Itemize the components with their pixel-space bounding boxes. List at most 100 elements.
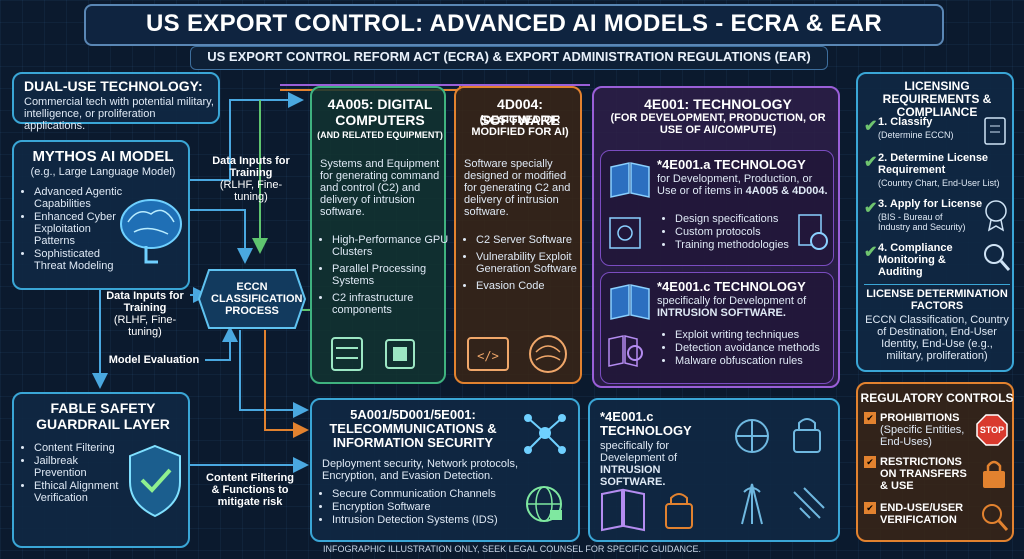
licensing-box: LICENSING REQUIREMENTS & COMPLIANCE ✔ 1.… (856, 72, 1014, 372)
4a005-subheading: (AND RELATED EQUIPMENT) (317, 130, 443, 140)
reg-item-title: END-USE/USER VERIFICATION (880, 502, 964, 526)
code-brain-icon: </> (467, 335, 567, 373)
licensing-step: ✔ 3. Apply for License (BIS - Bureau of … (864, 198, 1014, 242)
regulatory-item: ✔ RESTRICTIONS ON TRANSFERS & USE (864, 456, 1010, 494)
list-item: Intrusion Detection Systems (IDS) (332, 514, 532, 526)
fable-guardrail-box: FABLE SAFETY GUARDRAIL LAYER Content Fil… (12, 392, 190, 548)
step-title: 4. Compliance Monitoring & Auditing (878, 242, 953, 278)
regulatory-heading: REGULATORY CONTROLS (860, 391, 1014, 405)
licensing-heading: LICENSING REQUIREMENTS & COMPLIANCE (882, 79, 992, 119)
reg-item-sub: (Specific Entities, End-Uses) (880, 424, 965, 448)
4d004-description: Software specially designed or modified … (464, 158, 571, 218)
data-inputs-label: Data Inputs for Training (212, 155, 290, 179)
blueprint-icon (609, 217, 641, 249)
data-inputs-label-top: Data Inputs for Training (RLHF, Fine-tun… (206, 155, 296, 203)
divider (864, 284, 1010, 285)
list-item: Ethical Alignment Verification (34, 480, 126, 504)
list-item: Secure Communication Channels (332, 488, 532, 500)
list-item: Parallel Processing Systems (332, 263, 456, 287)
regulatory-item: ✔ PROHIBITIONS (Specific Entities, End-U… (864, 412, 1010, 450)
data-inputs-label: Data Inputs for Training (106, 290, 184, 314)
page-subtitle: US EXPORT CONTROL REFORM ACT (ECRA) & EX… (190, 46, 828, 70)
4e001c-heading: *4E001.c TECHNOLOGY (657, 279, 806, 294)
data-inputs-sub: (RLHF, Fine-tuning) (113, 314, 177, 338)
regulatory-controls-box: REGULATORY CONTROLS ✔ PROHIBITIONS (Spec… (856, 382, 1014, 542)
server-chip-icon (331, 337, 415, 371)
check-icon: ✔ (864, 118, 878, 135)
4e001c-intrusion-box: *4E001.c TECHNOLOGY specifically for Dev… (588, 398, 840, 542)
4e001a-text-bold: 4A005 & 4D004. (745, 185, 828, 197)
reg-item-title: PROHIBITIONS (880, 412, 960, 424)
clipboard-icon (984, 117, 1006, 145)
category-4a005-box: 4A005: DIGITAL COMPUTERS (AND RELATED EQ… (310, 86, 448, 384)
list-item: Enhanced Cyber Exploitation Patterns (34, 211, 126, 247)
content-filtering-label: Content Filtering & Functions to mitigat… (206, 472, 294, 508)
4e001-subheading: (FOR DEVELOPMENT, PRODUCTION, OR USE OF … (610, 112, 826, 136)
dual-use-box: DUAL-USE TECHNOLOGY: Commercial tech wit… (12, 72, 220, 132)
shield-check-icon (129, 444, 181, 518)
4e001a-text-main: for Development, Production, or Use or o… (657, 173, 813, 197)
checkbox-icon: ✔ (864, 502, 876, 514)
security-icons-grid (735, 418, 825, 525)
magnifier-icon (984, 244, 1010, 271)
page-title: US EXPORT CONTROL: ADVANCED AI MODELS - … (84, 4, 944, 73)
check-icon: ✔ (864, 244, 878, 261)
open-book-icon (610, 284, 650, 320)
book-lock-icons (601, 488, 693, 532)
4d004-subheading: (DESIGNED OR MODIFIED FOR AI) (471, 114, 569, 138)
fable-heading: FABLE SAFETY GUARDRAIL LAYER (36, 400, 170, 432)
5a001-description: Deployment security, Network protocols, … (322, 458, 519, 482)
mythos-model-box: MYTHOS AI MODEL (e.g., Large Language Mo… (12, 140, 190, 290)
step-title: 1. Classify (878, 116, 933, 128)
stop-sign-icon (976, 414, 1008, 446)
4e001a-heading: *4E001.a TECHNOLOGY (657, 157, 806, 172)
4e001c-small-text: specifically for Develepment of INTRUSIO… (600, 440, 720, 488)
factors-heading: LICENSE DETERMINATION FACTORS (866, 288, 1008, 312)
open-book-icon (610, 162, 650, 198)
eccn-label: ECCN CLASSIFICATION PROCESS (211, 281, 303, 317)
list-item: Detection avoidance methods (675, 342, 845, 354)
list-item: Jailbreak Prevention (34, 455, 126, 479)
data-inputs-label-mid: Data Inputs for Training (RLHF, Fine-tun… (98, 290, 192, 338)
mythos-capabilities-list: Advanced Agentic Capabilities Enhanced C… (20, 186, 126, 273)
4e001c-small-text-main: specifically for Develepment of (600, 440, 678, 464)
licensing-step: ✔ 2. Determine License Requirement (Coun… (864, 152, 1014, 198)
list-item: Training methodologies (675, 239, 805, 251)
step-subtitle: (Determine ECCN) (878, 130, 954, 140)
stop-sign-label: STOP (979, 425, 1005, 435)
4e001c-small-heading: *4E001.c TECHNOLOGY (600, 409, 692, 438)
list-item: Vulnerability Exploit Generation Softwar… (476, 251, 592, 275)
4a005-items: High-Performance GPU Clusters Parallel P… (318, 234, 456, 317)
step-subtitle: (BIS - Bureau of Industry and Security) (878, 212, 966, 232)
regulatory-item: ✔ END-USE/USER VERIFICATION (864, 502, 1010, 536)
4d004-heading: 4D004: SOFTWARE (480, 96, 560, 128)
category-5a001-box: 5A001/5D001/5E001: TELECOMMUNICATIONS & … (310, 398, 580, 542)
reg-item-title: RESTRICTIONS ON TRANSFERS & USE (880, 456, 967, 492)
4e001c-text-main: specifically for Development of (657, 295, 807, 307)
check-icon: ✔ (864, 200, 878, 217)
footer-disclaimer: INFOGRAPHIC ILLUSTRATION ONLY, SEEK LEGA… (323, 544, 701, 554)
checkbox-icon: ✔ (864, 456, 876, 468)
4e001c-text: specifically for Development of INTRUSIO… (657, 295, 829, 319)
checkbox-icon: ✔ (864, 412, 876, 424)
list-item: Evasion Code (476, 280, 592, 292)
4e001a-panel: *4E001.a TECHNOLOGY for Development, Pro… (600, 150, 834, 266)
4e001a-text: for Development, Production, or Use or o… (657, 173, 829, 197)
eccn-hexagon-shape (197, 269, 307, 329)
step-subtitle: (Country Chart, End-User List) (878, 178, 1000, 188)
factors-text: ECCN Classification, Country of Destinat… (865, 314, 1009, 362)
list-item: High-Performance GPU Clusters (332, 234, 456, 258)
list-item: Design specifications (675, 213, 805, 225)
4e001-heading: 4E001: TECHNOLOGY (644, 96, 792, 112)
list-item: Exploit writing techniques (675, 329, 845, 341)
list-item: C2 Server Software (476, 234, 592, 246)
step-title: 3. Apply for License (878, 198, 983, 210)
brain-icon (120, 199, 182, 264)
dual-use-heading: DUAL-USE TECHNOLOGY: (24, 78, 203, 94)
check-icon: ✔ (864, 154, 878, 171)
certificate-icon (985, 200, 1007, 232)
magnifier-book-icon (608, 335, 643, 367)
licensing-step: ✔ 4. Compliance Monitoring & Auditing (864, 242, 1014, 282)
licensing-steps: ✔ 1. Classify (Determine ECCN) ✔ 2. Dete… (864, 116, 1014, 282)
list-item: Sophisticated Threat Modeling (34, 248, 126, 272)
